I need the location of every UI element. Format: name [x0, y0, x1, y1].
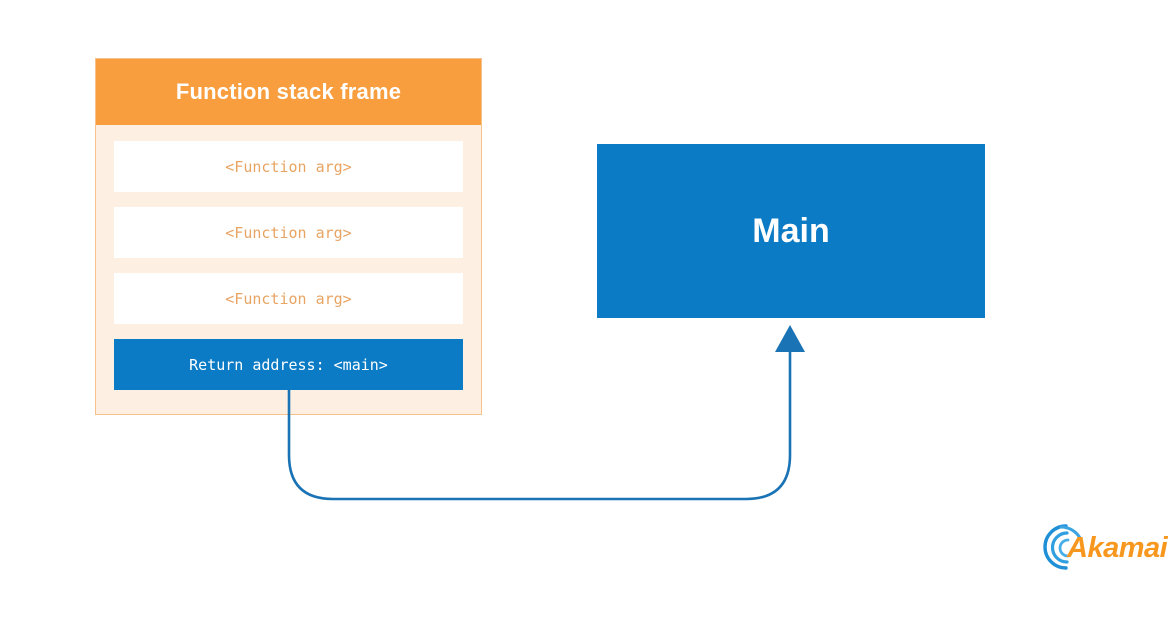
stack-slot-arg-1: <Function arg>	[114, 141, 463, 192]
stack-slot-arg-3: <Function arg>	[114, 273, 463, 324]
akamai-swoosh-icon	[1043, 524, 1082, 570]
stack-frame-body: <Function arg> <Function arg> <Function …	[96, 125, 481, 390]
akamai-wordmark: Akamai	[1067, 532, 1168, 564]
function-stack-frame: Function stack frame <Function arg> <Fun…	[95, 58, 482, 415]
akamai-logo: Akamai	[1036, 518, 1168, 576]
stack-frame-title: Function stack frame	[96, 59, 481, 125]
main-block: Main	[597, 144, 985, 318]
connector-arrowhead-icon	[775, 325, 805, 352]
stack-slot-arg-2: <Function arg>	[114, 207, 463, 258]
main-block-label: Main	[752, 211, 830, 250]
stack-slot-return-address: Return address: <main>	[114, 339, 463, 390]
